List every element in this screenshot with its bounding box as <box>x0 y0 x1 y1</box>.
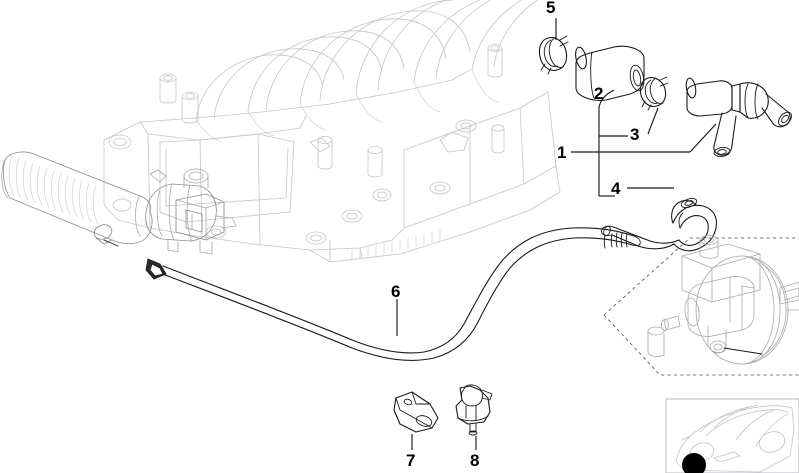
retaining-clip <box>455 384 493 436</box>
callout-number-3: 3 <box>630 125 640 144</box>
callout-number-8: 8 <box>470 451 480 470</box>
curved-vacuum-hose <box>601 198 718 252</box>
rubber-sleeve-hose <box>575 45 645 101</box>
callout-number-7: 7 <box>406 451 416 470</box>
vacuum-t-connector-valve <box>685 77 792 158</box>
throttle-body <box>145 168 237 255</box>
callout-number-1: 1 <box>557 143 567 162</box>
callout-leaders <box>396 18 717 450</box>
vehicle-locator-thumbnail <box>665 398 799 473</box>
duct-line-clamp <box>93 224 119 247</box>
brake-servo-detail-callout <box>603 237 799 376</box>
spring-band-clamp-upper <box>538 35 569 75</box>
mounting-bracket <box>393 391 439 433</box>
brake-servo-assembly <box>647 235 799 365</box>
callout-number-2: 2 <box>594 84 604 103</box>
callout-number-4: 4 <box>611 179 621 198</box>
air-intake-duct <box>1 151 153 245</box>
intake-manifold <box>103 0 561 263</box>
callout-number-6: 6 <box>391 282 401 301</box>
callout-number-5: 5 <box>546 0 556 17</box>
long-vacuum-line <box>159 227 641 361</box>
vacuum-line-connector <box>145 258 167 280</box>
spring-band-clamp-small <box>639 76 669 111</box>
